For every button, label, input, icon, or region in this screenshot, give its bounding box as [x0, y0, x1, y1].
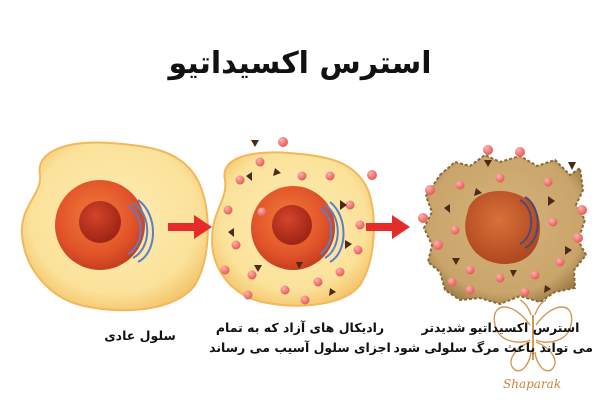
- caption-severe-line1: استرس اکسیداتیو شدیدتر: [421, 320, 580, 335]
- caption-severe-stress: استرس اکسیداتیو شدیدتر می تواند باعث مرگ…: [393, 318, 593, 358]
- logo-wordmark: Shaparak: [503, 377, 562, 391]
- golgi-icon: [127, 199, 154, 263]
- damage-triangle-markers: [444, 160, 576, 293]
- caption-free-radicals: رادیکال های آزاد که به تمام اجزای سلول آ…: [205, 318, 395, 358]
- normal-cell: [20, 141, 209, 312]
- arrow-right-icon: [366, 215, 410, 239]
- normal-nucleolus: [79, 201, 121, 243]
- caption-severe-line2: می تواند باعث مرگ سلولی شود: [393, 340, 593, 355]
- damaged-nucleus: [465, 190, 540, 264]
- damaged-cell: [418, 145, 588, 306]
- caption-normal-line: سلول عادی: [104, 328, 176, 343]
- free-radical-dots: [220, 137, 377, 305]
- stressed-cell: [210, 137, 377, 307]
- page-title: استرس اکسیداتیو: [168, 46, 432, 81]
- arrow-right-icon: [168, 215, 212, 239]
- caption-normal-cell: سلول عادی: [85, 326, 195, 346]
- golgi-icon: [519, 196, 539, 249]
- golgi-icon: [319, 201, 345, 263]
- caption-free-radicals-line2: اجزای سلول آسیب می رساند: [209, 340, 391, 355]
- butterfly-logo-icon: [493, 299, 573, 372]
- caption-free-radicals-line1: رادیکال های آزاد که به تمام: [215, 320, 385, 335]
- stressed-nucleolus: [272, 205, 312, 245]
- free-radical-dots: [418, 145, 587, 297]
- damage-triangle-markers: [228, 140, 352, 296]
